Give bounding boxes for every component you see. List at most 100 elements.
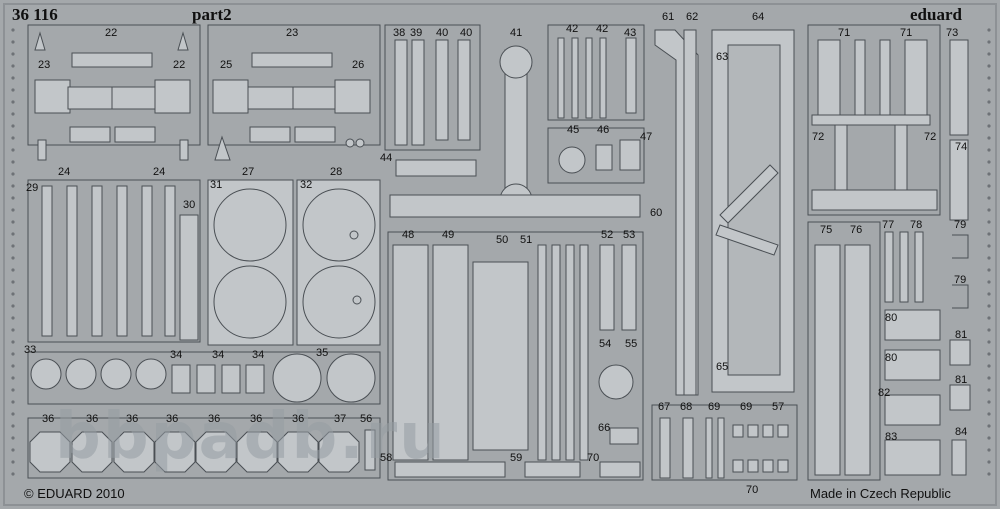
fret-hole — [11, 100, 15, 104]
copyright: © EDUARD 2010 — [24, 486, 125, 501]
fret-hole — [987, 112, 991, 116]
part-number-label: 39 — [410, 27, 423, 39]
part-group-63-65 — [711, 29, 795, 393]
part-number-label: 79 — [954, 219, 967, 231]
part-number-label: 36 — [42, 413, 55, 425]
fret-hole — [11, 316, 15, 320]
part-number-label: 60 — [650, 207, 663, 219]
fret-hole — [987, 340, 991, 344]
part-number-label: 43 — [624, 27, 637, 39]
origin-label: Made in Czech Republic — [810, 486, 951, 501]
fret-hole — [11, 436, 15, 440]
part-number-label: 36 — [86, 413, 99, 425]
part-number-label: 33 — [24, 344, 37, 356]
part-number-label: 38 — [393, 27, 406, 39]
part-number-label: 78 — [910, 219, 923, 231]
part-number-label: 30 — [183, 199, 196, 211]
fret-hole — [11, 304, 15, 308]
fret-hole — [11, 364, 15, 368]
sheet-name: part2 — [192, 5, 232, 24]
fret-hole — [987, 268, 991, 272]
part-group-27-28-31-32 — [207, 179, 381, 346]
part-number-label: 34 — [252, 349, 265, 361]
part-group-42-47 — [547, 24, 645, 184]
fret-hole — [11, 40, 15, 44]
part-number-label: 35 — [316, 347, 329, 359]
fret-hole — [11, 328, 15, 332]
part-number-label: 80 — [885, 352, 898, 364]
part-number-label: 49 — [442, 229, 455, 241]
part-number-label: 40 — [460, 27, 473, 39]
part-group-22-23 — [27, 24, 201, 161]
part-number-label: 75 — [820, 224, 833, 236]
part-group-48-53 — [387, 231, 644, 481]
part-number-label: 81 — [955, 374, 968, 386]
part-number-label: 47 — [640, 131, 653, 143]
part-number-label: 71 — [838, 27, 851, 39]
part-group-36-37 — [27, 417, 381, 479]
part-number-label: 40 — [436, 27, 449, 39]
part-number-label: 34 — [212, 349, 225, 361]
fret-hole — [987, 100, 991, 104]
fret-hole — [987, 232, 991, 236]
fret-hole — [11, 160, 15, 164]
part-group-60-62 — [654, 29, 699, 396]
fret-hole — [987, 304, 991, 308]
fret-hole — [11, 388, 15, 392]
part-number-label: 44 — [380, 152, 393, 164]
part-number-label: 24 — [58, 166, 71, 178]
fret-hole — [987, 400, 991, 404]
fret-hole — [11, 268, 15, 272]
part-group-71-74 — [807, 24, 969, 221]
fret-hole — [11, 280, 15, 284]
part-number-label: 52 — [601, 229, 614, 241]
fret-hole — [987, 328, 991, 332]
part-group-38-44 — [384, 24, 481, 177]
part-number-label: 36 — [208, 413, 221, 425]
part-number-label: 56 — [360, 413, 373, 425]
fret-hole — [987, 316, 991, 320]
part-number-label: 57 — [772, 401, 785, 413]
part-number-label: 68 — [680, 401, 693, 413]
fret-hole — [987, 124, 991, 128]
part-number-label: 58 — [380, 452, 393, 464]
fret-hole — [987, 388, 991, 392]
part-number-label: 22 — [105, 27, 118, 39]
part-number-label: 63 — [716, 51, 729, 63]
part-number-label: 23 — [38, 59, 51, 71]
part-number-label: 34 — [170, 349, 183, 361]
part-number-label: 51 — [520, 234, 533, 246]
brand-logo: eduard — [910, 5, 962, 24]
part-number-label: 50 — [496, 234, 509, 246]
part-number-label: 64 — [752, 11, 765, 23]
fret-hole — [11, 352, 15, 356]
fret-hole — [987, 364, 991, 368]
fret-hole — [987, 40, 991, 44]
part-number-label: 70 — [746, 484, 759, 496]
part-number-label: 29 — [26, 182, 39, 194]
fret-hole — [11, 136, 15, 140]
part-number-label: 76 — [850, 224, 863, 236]
part-group-57-59 — [394, 461, 641, 478]
part-number-label: 32 — [300, 179, 313, 191]
fret-hole — [987, 376, 991, 380]
fret-hole — [987, 280, 991, 284]
fret-hole — [11, 256, 15, 260]
part-group-79-84 — [884, 234, 971, 476]
part-number-label: 71 — [900, 27, 913, 39]
part-number-label: 72 — [924, 131, 937, 143]
fret-hole — [11, 292, 15, 296]
part-number-label: 27 — [242, 166, 255, 178]
fret-hole — [987, 76, 991, 80]
part-number-label: 45 — [567, 124, 580, 136]
fret-hole — [11, 412, 15, 416]
part-number-label: 79 — [954, 274, 967, 286]
part-group-24-29 — [27, 179, 201, 343]
part-number-label: 37 — [334, 413, 347, 425]
fret-hole — [987, 448, 991, 452]
fret-hole — [987, 172, 991, 176]
fret-hole — [987, 412, 991, 416]
part-number-label: 72 — [812, 131, 825, 143]
part-number-label: 67 — [658, 401, 671, 413]
part-number-label: 24 — [153, 166, 166, 178]
